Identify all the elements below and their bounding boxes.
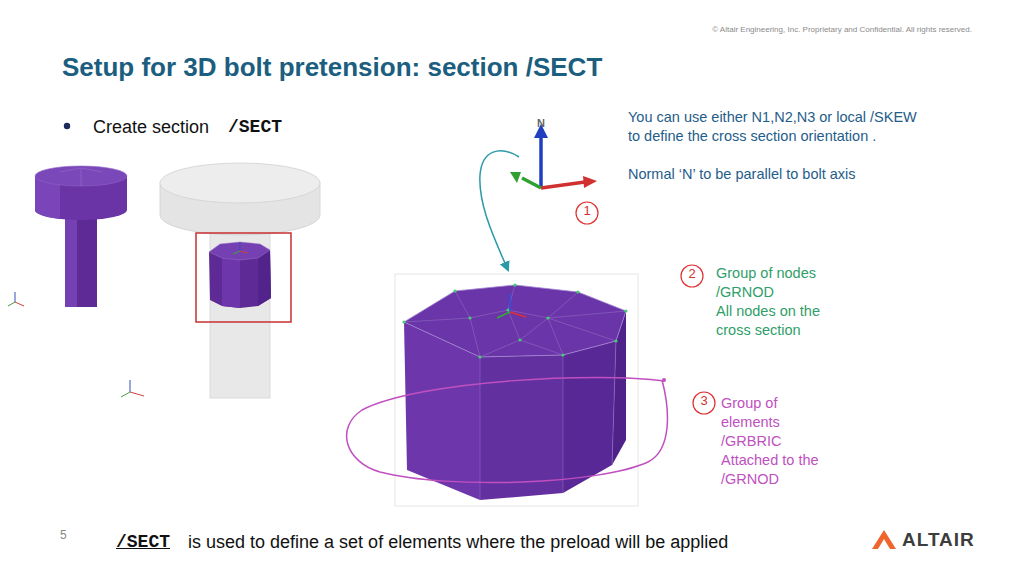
loop-end	[662, 378, 666, 382]
footer-note: is used to define a set of elements wher…	[188, 532, 828, 553]
bullet-text: Create section	[93, 117, 233, 138]
axis-triad	[510, 124, 597, 188]
bullet	[64, 123, 70, 129]
copyright-note: © Altair Engineering, Inc. Proprietary a…	[640, 25, 972, 34]
logo-text: ALTAIR	[902, 529, 992, 551]
group-note: All nodes on the cross section	[716, 302, 841, 340]
group-note: Group of nodes /GRNOD	[716, 264, 836, 302]
axis-triad-small	[8, 292, 24, 306]
section-elements-large	[402, 283, 627, 500]
section-elements-small	[209, 242, 271, 308]
pointer-arrow	[480, 151, 519, 270]
keyword: /SECT	[228, 117, 308, 138]
group-note: Attached to the /GRNOD	[721, 451, 833, 489]
axis-label: N	[537, 117, 551, 130]
callout-circle	[693, 392, 715, 414]
callout-circle	[681, 265, 703, 287]
group-note: Group of elements /GRBRIC	[721, 394, 813, 451]
callout-number: 3	[693, 394, 715, 409]
keyword: /SECT	[116, 532, 186, 553]
bolt-solid	[35, 166, 127, 307]
logo-mark	[872, 530, 896, 549]
bolt-ghost	[160, 163, 320, 398]
axis-triad-small	[121, 380, 144, 397]
note-text: You can use either N1,N2,N3 or local /SK…	[628, 108, 918, 146]
callout-number: 1	[576, 204, 598, 219]
slide-title: Setup for 3D bolt pretension: section /S…	[62, 52, 762, 83]
highlight-frame	[196, 233, 291, 322]
note-text: Normal ‘N’ to be parallel to bolt axis	[628, 165, 928, 184]
callout-circle	[576, 202, 598, 224]
callout-number: 2	[681, 267, 703, 282]
page-number: 5	[60, 529, 80, 543]
element-group-loop	[347, 378, 668, 483]
